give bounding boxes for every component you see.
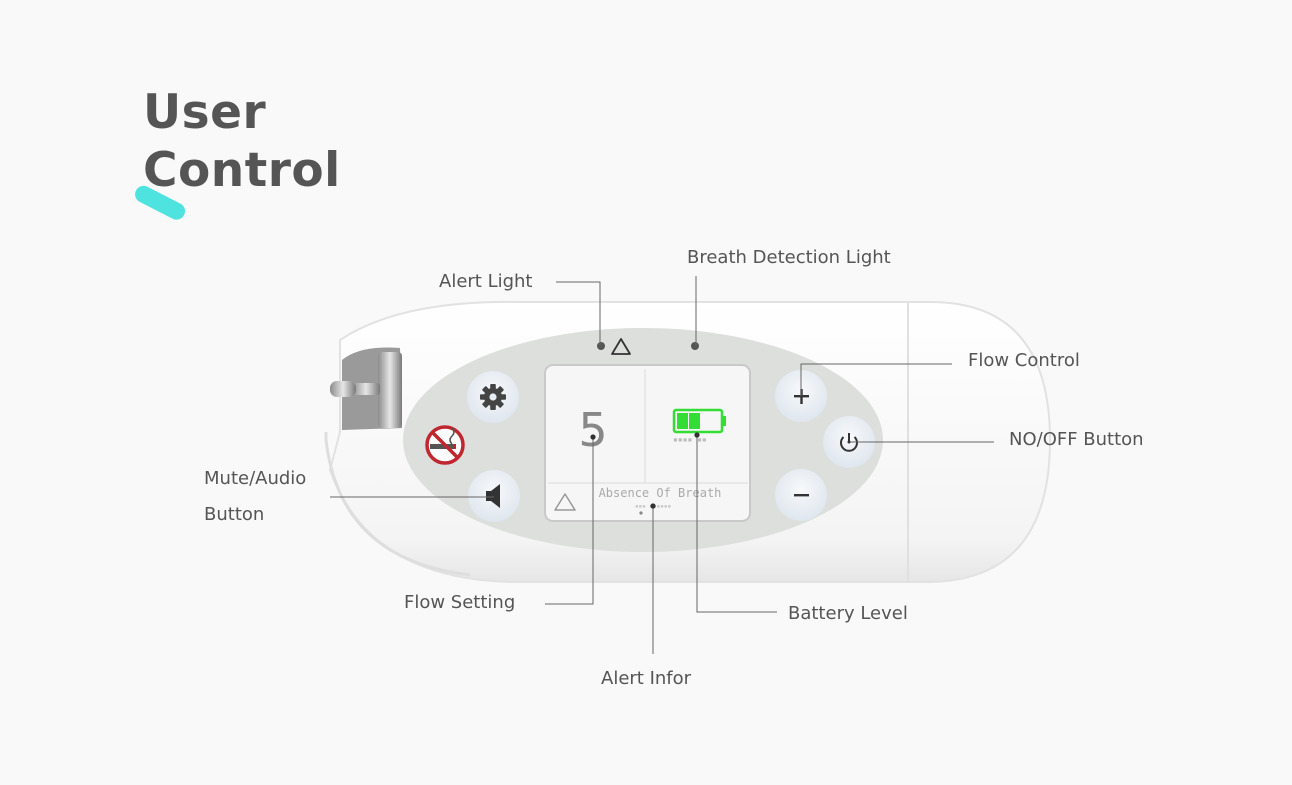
page-title: User Control	[143, 84, 341, 200]
battery-icon: ▪▪▪▪ ▪▪	[672, 408, 726, 444]
oxygen-outlet-connector	[330, 347, 402, 430]
leader-dots	[590, 432, 851, 509]
label-mute-audio-line1: Mute/Audio	[204, 468, 307, 489]
speaker-icon	[486, 484, 500, 508]
label-mute-audio-line2: Button	[204, 504, 265, 525]
plus-icon	[794, 389, 809, 404]
label-battery-level: Battery Level	[788, 603, 908, 624]
flow-decrease-button[interactable]	[775, 469, 827, 521]
warning-triangle-icon	[554, 493, 576, 511]
label-alert-light: Alert Light	[439, 271, 533, 292]
gear-icon	[480, 384, 506, 410]
title-line-2: Control	[143, 143, 341, 198]
leader-lines	[330, 276, 994, 654]
label-flow-control: Flow Control	[968, 350, 1080, 371]
label-breath-detection-light: Breath Detection Light	[687, 247, 891, 268]
settings-button[interactable]	[467, 371, 519, 423]
leader-alert-light	[556, 281, 601, 346]
alert-light	[597, 342, 605, 350]
minus-icon	[794, 494, 809, 497]
mute-audio-button[interactable]	[468, 470, 520, 522]
leader-flow-control	[800, 363, 952, 396]
label-on-off-button: NO/OFF Button	[1009, 429, 1144, 450]
title-line-1: User	[143, 85, 267, 140]
label-alert-infor: Alert Infor	[601, 668, 692, 689]
warning-triangle-icon	[611, 338, 631, 355]
alert-message: Absence Of Breath	[599, 486, 722, 500]
leader-battery	[696, 435, 777, 613]
breath-detection-light	[691, 342, 699, 350]
display-screen: 5 ▪▪▪▪ ▪▪ Absence Of Breath ▪▪▪ ▪▪▪▪▪▪	[544, 364, 751, 522]
leader-flow-setting	[545, 437, 594, 605]
label-flow-setting: Flow Setting	[404, 592, 516, 613]
no-smoking-icon	[425, 425, 465, 465]
svg-text:▪▪▪▪ ▪▪: ▪▪▪▪ ▪▪	[673, 435, 707, 444]
